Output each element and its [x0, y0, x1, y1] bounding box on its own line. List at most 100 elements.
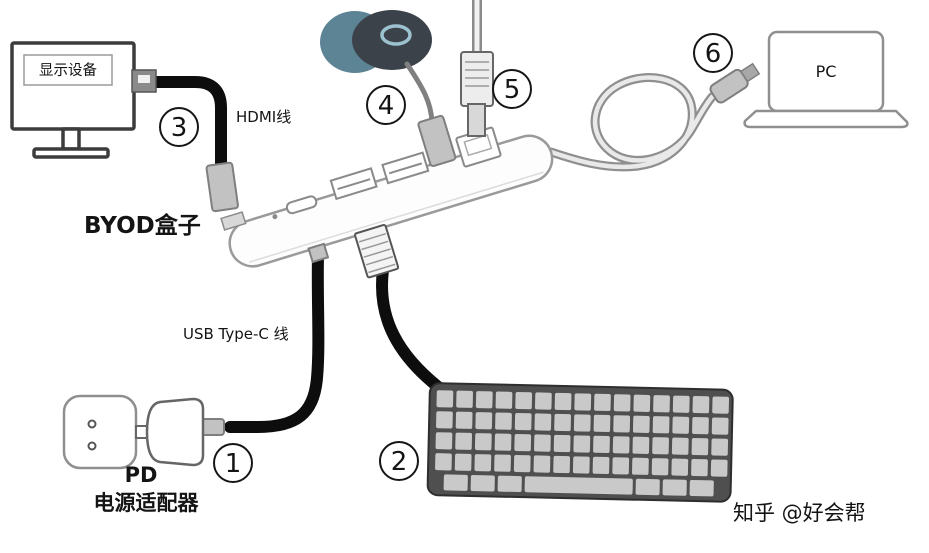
- mouse-body-right: [352, 10, 432, 70]
- keyboard-key: [534, 434, 551, 452]
- adapter-prong: [135, 425, 148, 439]
- power-cable: [224, 250, 325, 433]
- usbc-cable-label: USB Type-C 线: [183, 325, 289, 343]
- display-monitor: 显示设备: [10, 41, 157, 159]
- keyboard-key: [671, 437, 689, 455]
- monitor-label-box: [23, 54, 113, 86]
- keyboard-key: [671, 458, 689, 476]
- hdmi-cable-label: HDMI线: [236, 108, 291, 126]
- keyboard-key: [692, 396, 710, 414]
- keyboard-key: [573, 435, 591, 453]
- keyboard-key: [613, 394, 631, 412]
- pd-label: PD: [125, 463, 158, 487]
- keyboard-key: [691, 438, 709, 456]
- badge-6: 6: [693, 33, 733, 73]
- hdmi-connector: [131, 69, 157, 93]
- mouse-scroll-wheel: [380, 24, 412, 46]
- keyboard-key: [435, 432, 453, 450]
- keyboard-key: [635, 478, 660, 496]
- keyboard-key: [593, 435, 610, 454]
- hdmi-plug: [205, 161, 239, 213]
- keyboard-key: [533, 455, 551, 473]
- rj45-port: [455, 126, 502, 168]
- keyboard-key: [632, 436, 650, 454]
- usb-c-plug: [307, 242, 330, 264]
- keyboard-key: [494, 433, 512, 451]
- adapter-label: 电源适配器: [94, 491, 200, 515]
- keyboard-key: [494, 454, 511, 472]
- keyboard-key: [653, 395, 670, 413]
- power-adapter: [135, 397, 205, 467]
- led-indicator: [272, 214, 278, 220]
- laptop-base: [743, 109, 909, 129]
- keyboard-keys: [435, 390, 730, 497]
- keyboard-key: [692, 417, 709, 435]
- svg-text:6: 6: [705, 39, 722, 69]
- keyboard-key: [513, 454, 531, 473]
- keyboard-key: [554, 392, 572, 411]
- svg-text:3: 3: [171, 113, 188, 143]
- keyboard-key: [495, 391, 513, 409]
- keyboard-key: [514, 433, 532, 452]
- monitor-stand: [61, 127, 81, 151]
- keyboard-key: [613, 415, 631, 433]
- svg-text:5: 5: [504, 75, 521, 105]
- keyboard-key: [553, 434, 571, 453]
- keyboard-key: [436, 411, 453, 429]
- keyboard-key: [633, 394, 651, 412]
- keyboard-key: [612, 457, 630, 475]
- hub-edge-highlight: [248, 171, 544, 263]
- usb-connector: [709, 62, 761, 104]
- keyboard-key: [691, 458, 708, 477]
- svg-text:4: 4: [378, 91, 395, 121]
- usb-a-port-1: [329, 167, 378, 201]
- keyboard-cable: [376, 264, 464, 405]
- keyboard-key: [672, 395, 690, 413]
- keyboard-key: [689, 479, 714, 497]
- keyboard-key: [455, 411, 473, 429]
- keyboard-key: [474, 433, 492, 451]
- keyboard-key: [474, 454, 492, 472]
- keyboard-key: [443, 474, 468, 491]
- keyboard-key: [524, 476, 633, 495]
- keyboard-key: [592, 456, 610, 475]
- keyboard-key: [573, 414, 591, 432]
- keyboard-key: [514, 412, 532, 431]
- keyboard-key: [554, 413, 571, 432]
- usb-a-port-2: [381, 151, 430, 185]
- keyboard-key: [652, 437, 669, 455]
- mouse-cable: [404, 61, 435, 125]
- keyboard-key: [534, 392, 552, 410]
- keyboard-key: [475, 391, 493, 409]
- keyboard-key: [712, 396, 730, 414]
- keyboard-key: [470, 474, 495, 492]
- watermark: 知乎 @好会帮: [733, 501, 866, 525]
- hdmi-cable: [150, 76, 227, 174]
- socket-hole-bottom: [87, 441, 97, 451]
- keyboard-key: [612, 436, 630, 454]
- keyboard-key: [495, 412, 512, 430]
- keyboard-key: [455, 432, 473, 450]
- keyboard-key: [632, 415, 650, 433]
- badge-5: 5: [492, 69, 532, 109]
- usb-c-port: [285, 195, 318, 215]
- keyboard-key: [652, 416, 670, 434]
- hub-label: BYOD盒子: [84, 212, 201, 239]
- usb-coil-cable: [546, 73, 725, 172]
- keyboard-key: [534, 413, 552, 431]
- wall-socket: [62, 394, 138, 470]
- keyboard-key: [515, 391, 533, 410]
- hdmi-in-port: [220, 211, 247, 231]
- keyboard-key: [662, 479, 687, 496]
- keyboard-key: [456, 390, 473, 408]
- rj45-connector: [460, 51, 494, 137]
- keyboard-key: [594, 393, 611, 412]
- keyboard-key: [711, 438, 729, 456]
- socket-hole-top: [87, 419, 97, 429]
- keyboard-key: [711, 417, 729, 435]
- keyboard-key: [593, 414, 611, 433]
- adapter-body: [145, 397, 205, 467]
- monitor-base: [32, 147, 110, 159]
- svg-text:2: 2: [391, 447, 408, 477]
